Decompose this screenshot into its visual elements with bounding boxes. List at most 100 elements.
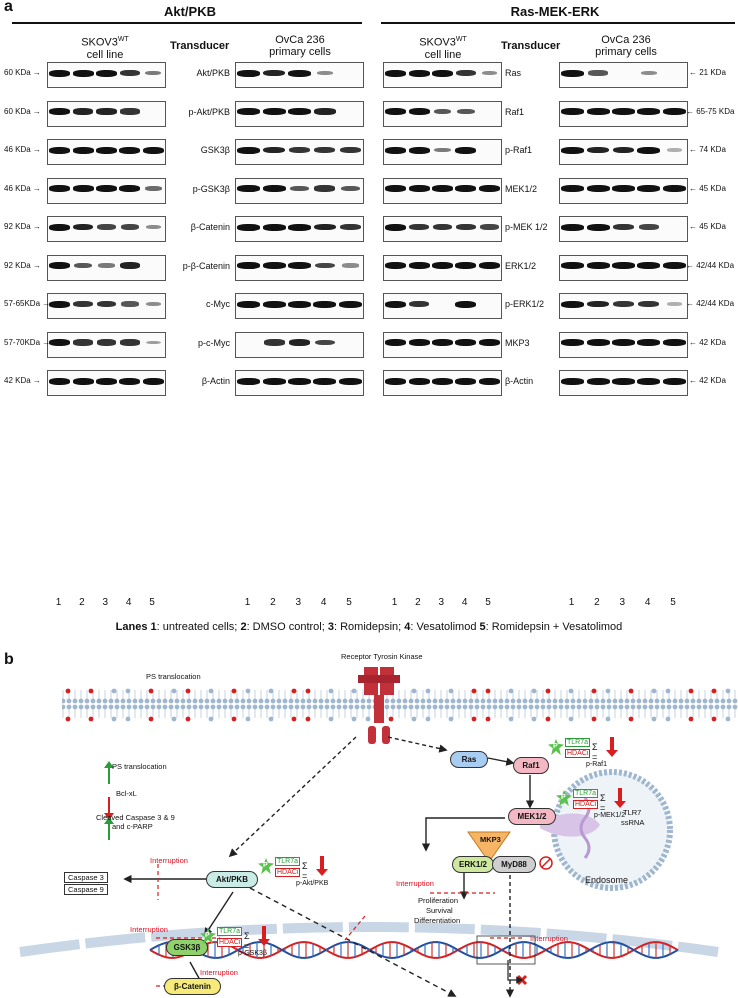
ps-dot <box>148 716 154 722</box>
nuclear-envelope <box>19 922 719 957</box>
akt-skov-band <box>49 146 71 154</box>
ras-ovca-band <box>612 223 635 231</box>
legend-items: 1: untreated cells; 2: DMSO control; 3: … <box>147 621 623 633</box>
akt-skov-band <box>95 377 118 385</box>
ras-skov-header: SKOV3WT cell line <box>384 34 502 61</box>
akt-skov-band <box>49 339 71 346</box>
ps-dot <box>171 688 177 694</box>
akt-skov-blot-0 <box>47 62 166 88</box>
akt-kda-label: 60 KDa → <box>4 106 41 116</box>
ras-transducer-header: Transducer <box>501 40 561 52</box>
ras-ovca-band <box>638 224 659 230</box>
rtk-receptor <box>358 667 400 744</box>
ps-dot <box>268 688 274 694</box>
ps-dot <box>448 716 454 722</box>
ras-skov-band <box>408 185 430 192</box>
akt-kda-label: 57-65KDa → <box>4 299 51 308</box>
akt-skov-band <box>73 339 93 346</box>
ras-skov-band <box>409 300 429 308</box>
ras-skov-band <box>479 224 499 230</box>
akt-skov-band <box>74 262 92 269</box>
ras-ovca-blot-0 <box>559 62 688 88</box>
akt-ovca-band <box>288 262 311 269</box>
endosome-label: Endosome <box>585 875 629 885</box>
ras-ovca-band <box>586 108 610 115</box>
akt-protein-label: p-Akt/PKB <box>188 106 230 117</box>
akt-skov-blot-7 <box>47 331 166 358</box>
akt-ovca-band <box>237 69 261 77</box>
akt-ovca-header: OvCa 236 primary cells <box>236 34 364 58</box>
ps-dot <box>725 716 731 722</box>
akt-section-title: Akt/PKB <box>163 4 216 19</box>
ras-ovca-band <box>637 339 661 346</box>
akt-skov-band <box>73 300 93 308</box>
akt-skov-blot-1 <box>47 100 166 127</box>
ras-kda-label: ← 42 KDa <box>689 376 726 385</box>
ras-ovca-band <box>588 70 608 76</box>
ps-dot <box>531 688 537 694</box>
akt-skov-band <box>72 146 94 154</box>
akt-ovca-band <box>289 185 310 192</box>
ps-dot <box>531 716 537 722</box>
ras-skov-lane-number: 4 <box>461 597 468 608</box>
akt-ovca-band <box>316 70 334 76</box>
ras-ovca-band <box>637 377 661 385</box>
ras-section-rule <box>381 22 735 24</box>
ras-skov-band <box>455 185 477 192</box>
prolif-3: Differentiation <box>414 916 461 925</box>
ras-skov-band <box>456 69 476 77</box>
ps-dot <box>388 716 394 722</box>
ras-skov-band <box>481 70 497 76</box>
akt-ovca-band <box>237 223 261 231</box>
akt-ovca-band <box>338 377 362 385</box>
akt-skov-band <box>142 146 164 154</box>
ras-ovca-band <box>637 185 661 192</box>
akt-skov-band <box>72 223 94 231</box>
ras-ovca-lane-number: 5 <box>670 597 676 608</box>
ras-ovca-blot-4 <box>559 216 688 242</box>
akt-ovca-band <box>262 377 286 385</box>
ras-ovca-band <box>612 146 635 154</box>
ps-dot <box>725 688 731 694</box>
ps-dot <box>88 688 94 694</box>
ras-skov-band <box>431 185 454 192</box>
ras-kda-label: ← 42/44 KDa <box>686 299 735 308</box>
ras-ovca-blot-2 <box>559 139 688 165</box>
ras-protein-label: Raf1 <box>505 106 525 117</box>
ps-dot <box>568 716 574 722</box>
akt-ovca-band <box>237 262 261 269</box>
akt-skov-lane-number: 4 <box>125 597 132 608</box>
ps-dot <box>711 716 717 722</box>
ras-skov-blot-8 <box>383 370 502 396</box>
akt-skov-band <box>49 108 71 115</box>
ps-dot <box>411 716 417 722</box>
ras-ovca-band <box>586 377 610 385</box>
legend-lane-number: 3 <box>327 621 334 633</box>
ps-dot <box>591 688 597 694</box>
akt-ovca-blot-5 <box>235 254 364 281</box>
interruption-label-4: Interruption <box>396 879 434 888</box>
akt-ovca-blot-8 <box>235 370 364 396</box>
akt-skov-band <box>72 377 94 385</box>
ras-ovca-band <box>561 300 585 308</box>
akt-skov-band <box>144 186 162 191</box>
akt-protein-label: GSK3β <box>200 145 230 155</box>
akt-skov-blot-2 <box>47 139 166 165</box>
ras-ovca-band <box>586 262 610 269</box>
tlr7-label: TLR7 <box>623 808 642 817</box>
legend-head: Lanes <box>115 621 148 633</box>
akt-skov-band <box>119 146 141 154</box>
ps-dot <box>508 688 514 694</box>
ps-dot <box>185 716 191 722</box>
ras-skov-band <box>385 377 407 385</box>
ras-ovca-band <box>587 146 610 154</box>
akt-ovca-band <box>288 300 311 308</box>
akt-skov-band <box>121 301 139 307</box>
ras-skov-band <box>457 108 475 115</box>
ras-ovca-band <box>586 185 610 192</box>
pathway-diagram <box>19 667 738 998</box>
ras-skov-band <box>385 223 407 231</box>
ras-protein-label: p-ERK1/2 <box>505 299 545 309</box>
akt-skov-header: SKOV3WT cell line <box>50 34 160 61</box>
ras-ovca-band <box>586 339 610 346</box>
